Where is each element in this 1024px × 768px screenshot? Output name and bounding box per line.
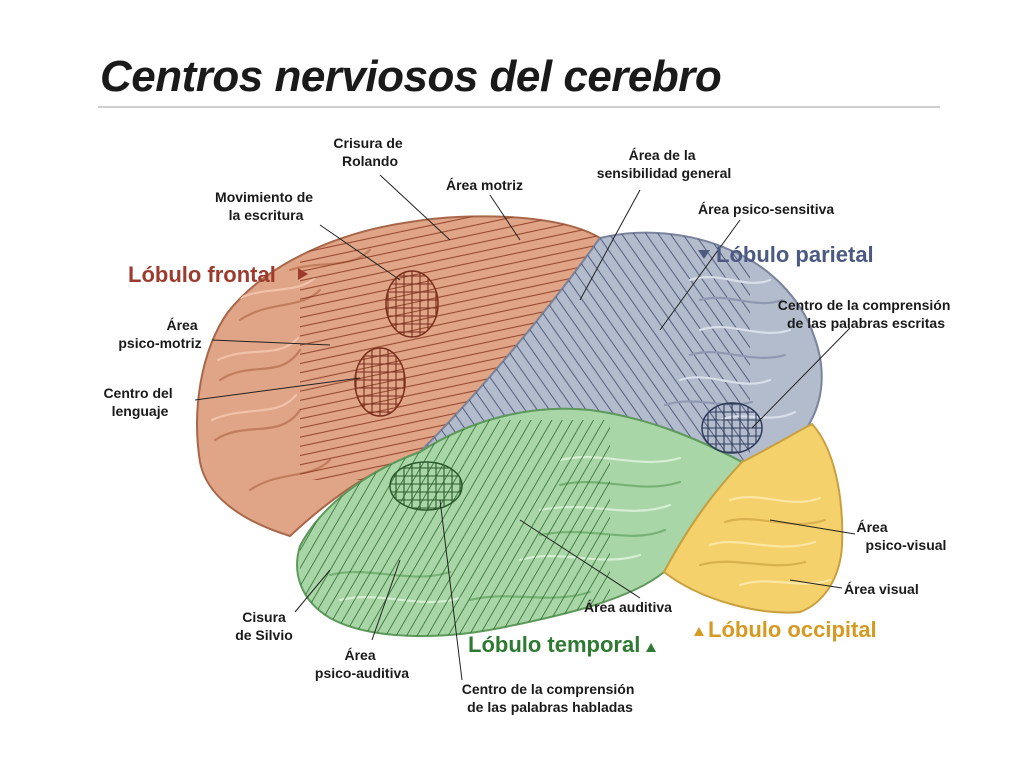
label-comprension-habladas: Centro de la comprensión de las palabras… <box>462 681 639 715</box>
leader-lines <box>194 174 856 681</box>
writing-movement-center <box>385 270 439 338</box>
spoken-words-center <box>389 461 463 511</box>
label-psico-motriz: Área psico-motriz <box>118 317 201 351</box>
arrow-down-icon <box>698 250 710 259</box>
arrow-up-icon <box>694 627 704 636</box>
label-area-auditiva: Área auditiva <box>584 599 672 615</box>
label-crisura-rolando: Crisura de Rolando <box>333 135 406 169</box>
lobe-label-temporal: Lóbulo temporal <box>468 632 640 657</box>
label-psico-sensitiva: Área psico-sensitiva <box>698 201 834 217</box>
label-sensibilidad-general: Área de la sensibilidad general <box>597 147 732 181</box>
arrow-up-icon <box>646 643 656 652</box>
occipital-lobe <box>662 422 844 614</box>
lobe-label-frontal: Lóbulo frontal <box>128 262 276 287</box>
occipital-lobe-shape <box>662 422 844 614</box>
occipital-gyri <box>698 496 832 587</box>
label-area-visual: Área visual <box>844 581 919 597</box>
label-psico-auditiva: Área psico-auditiva <box>315 647 409 681</box>
page-title: Centros nerviosos del cerebro <box>100 52 722 101</box>
label-comprension-escritas: Centro de la comprensión de las palabras… <box>778 297 955 331</box>
language-center <box>354 347 406 417</box>
arrow-right-icon <box>298 268 308 280</box>
lobe-label-parietal: Lóbulo parietal <box>716 242 874 267</box>
label-cisura-silvio: Cisura de Silvio <box>235 609 293 643</box>
lobe-label-occipital: Lóbulo occipital <box>708 617 877 642</box>
label-movimiento-escritura: Movimiento de la escritura <box>215 189 317 223</box>
written-words-center <box>701 402 763 454</box>
label-centro-lenguaje: Centro del lenguaje <box>103 385 176 419</box>
label-psico-visual: Área psico-visual <box>856 519 946 553</box>
label-area-motriz: Área motriz <box>446 177 523 193</box>
title-divider <box>98 106 940 108</box>
